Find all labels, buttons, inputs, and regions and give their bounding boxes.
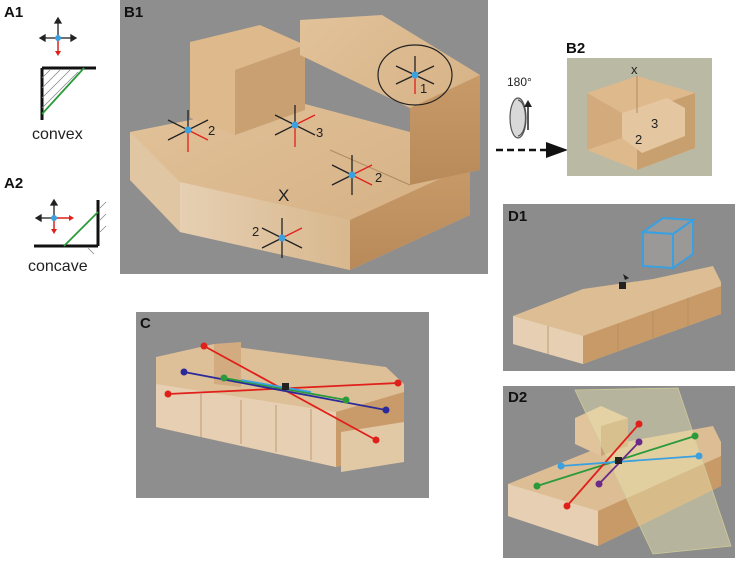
- forward-arrow-icon: [496, 142, 568, 158]
- d2-symmetry-lines: [533, 420, 703, 510]
- highlight-ellipse: [377, 44, 453, 106]
- panel-label-d2: D2: [508, 389, 528, 406]
- b1-number-3: 3: [316, 125, 323, 140]
- panel-label-d1: D1: [508, 208, 528, 225]
- rotation-label: 180°: [507, 75, 532, 89]
- d2-photo: [503, 386, 735, 558]
- b1-photo: 1 2 3 2 2 X: [120, 0, 488, 274]
- b1-number-2-right: 2: [375, 170, 382, 185]
- convex-diagram: [38, 16, 96, 120]
- mirror-plane: [574, 387, 732, 555]
- b1-number-2-left: 2: [208, 123, 215, 138]
- direction-arrows-icon: [34, 198, 59, 223]
- arrow-star-icon: 1 2 3 2 2 X: [167, 56, 435, 258]
- b2-number-3: 3: [651, 116, 658, 131]
- panel-label-a1: A1: [4, 4, 24, 21]
- c-photo: [136, 312, 429, 498]
- b1-number-2-bottom: 2: [252, 224, 259, 239]
- b2-x-mark: x: [631, 62, 638, 77]
- panel-label-b2: B2: [566, 40, 586, 57]
- b2-photo: x 3 2: [567, 58, 712, 176]
- b1-x-mark: X: [278, 186, 289, 205]
- c-symmetry-lines: [164, 342, 402, 444]
- convex-caption: convex: [32, 126, 83, 143]
- concave-diagram: [34, 198, 107, 255]
- highlighted-cube: [640, 216, 696, 270]
- b1-number-1: 1: [420, 81, 427, 96]
- b2-number-2: 2: [635, 132, 642, 147]
- d1-photo: [503, 204, 735, 371]
- panel-label-c: C: [140, 315, 151, 332]
- panel-label-b1: B1: [124, 4, 144, 21]
- rotate-icon: [509, 97, 532, 139]
- panel-label-a2: A2: [4, 175, 24, 192]
- concave-caption: concave: [28, 258, 88, 275]
